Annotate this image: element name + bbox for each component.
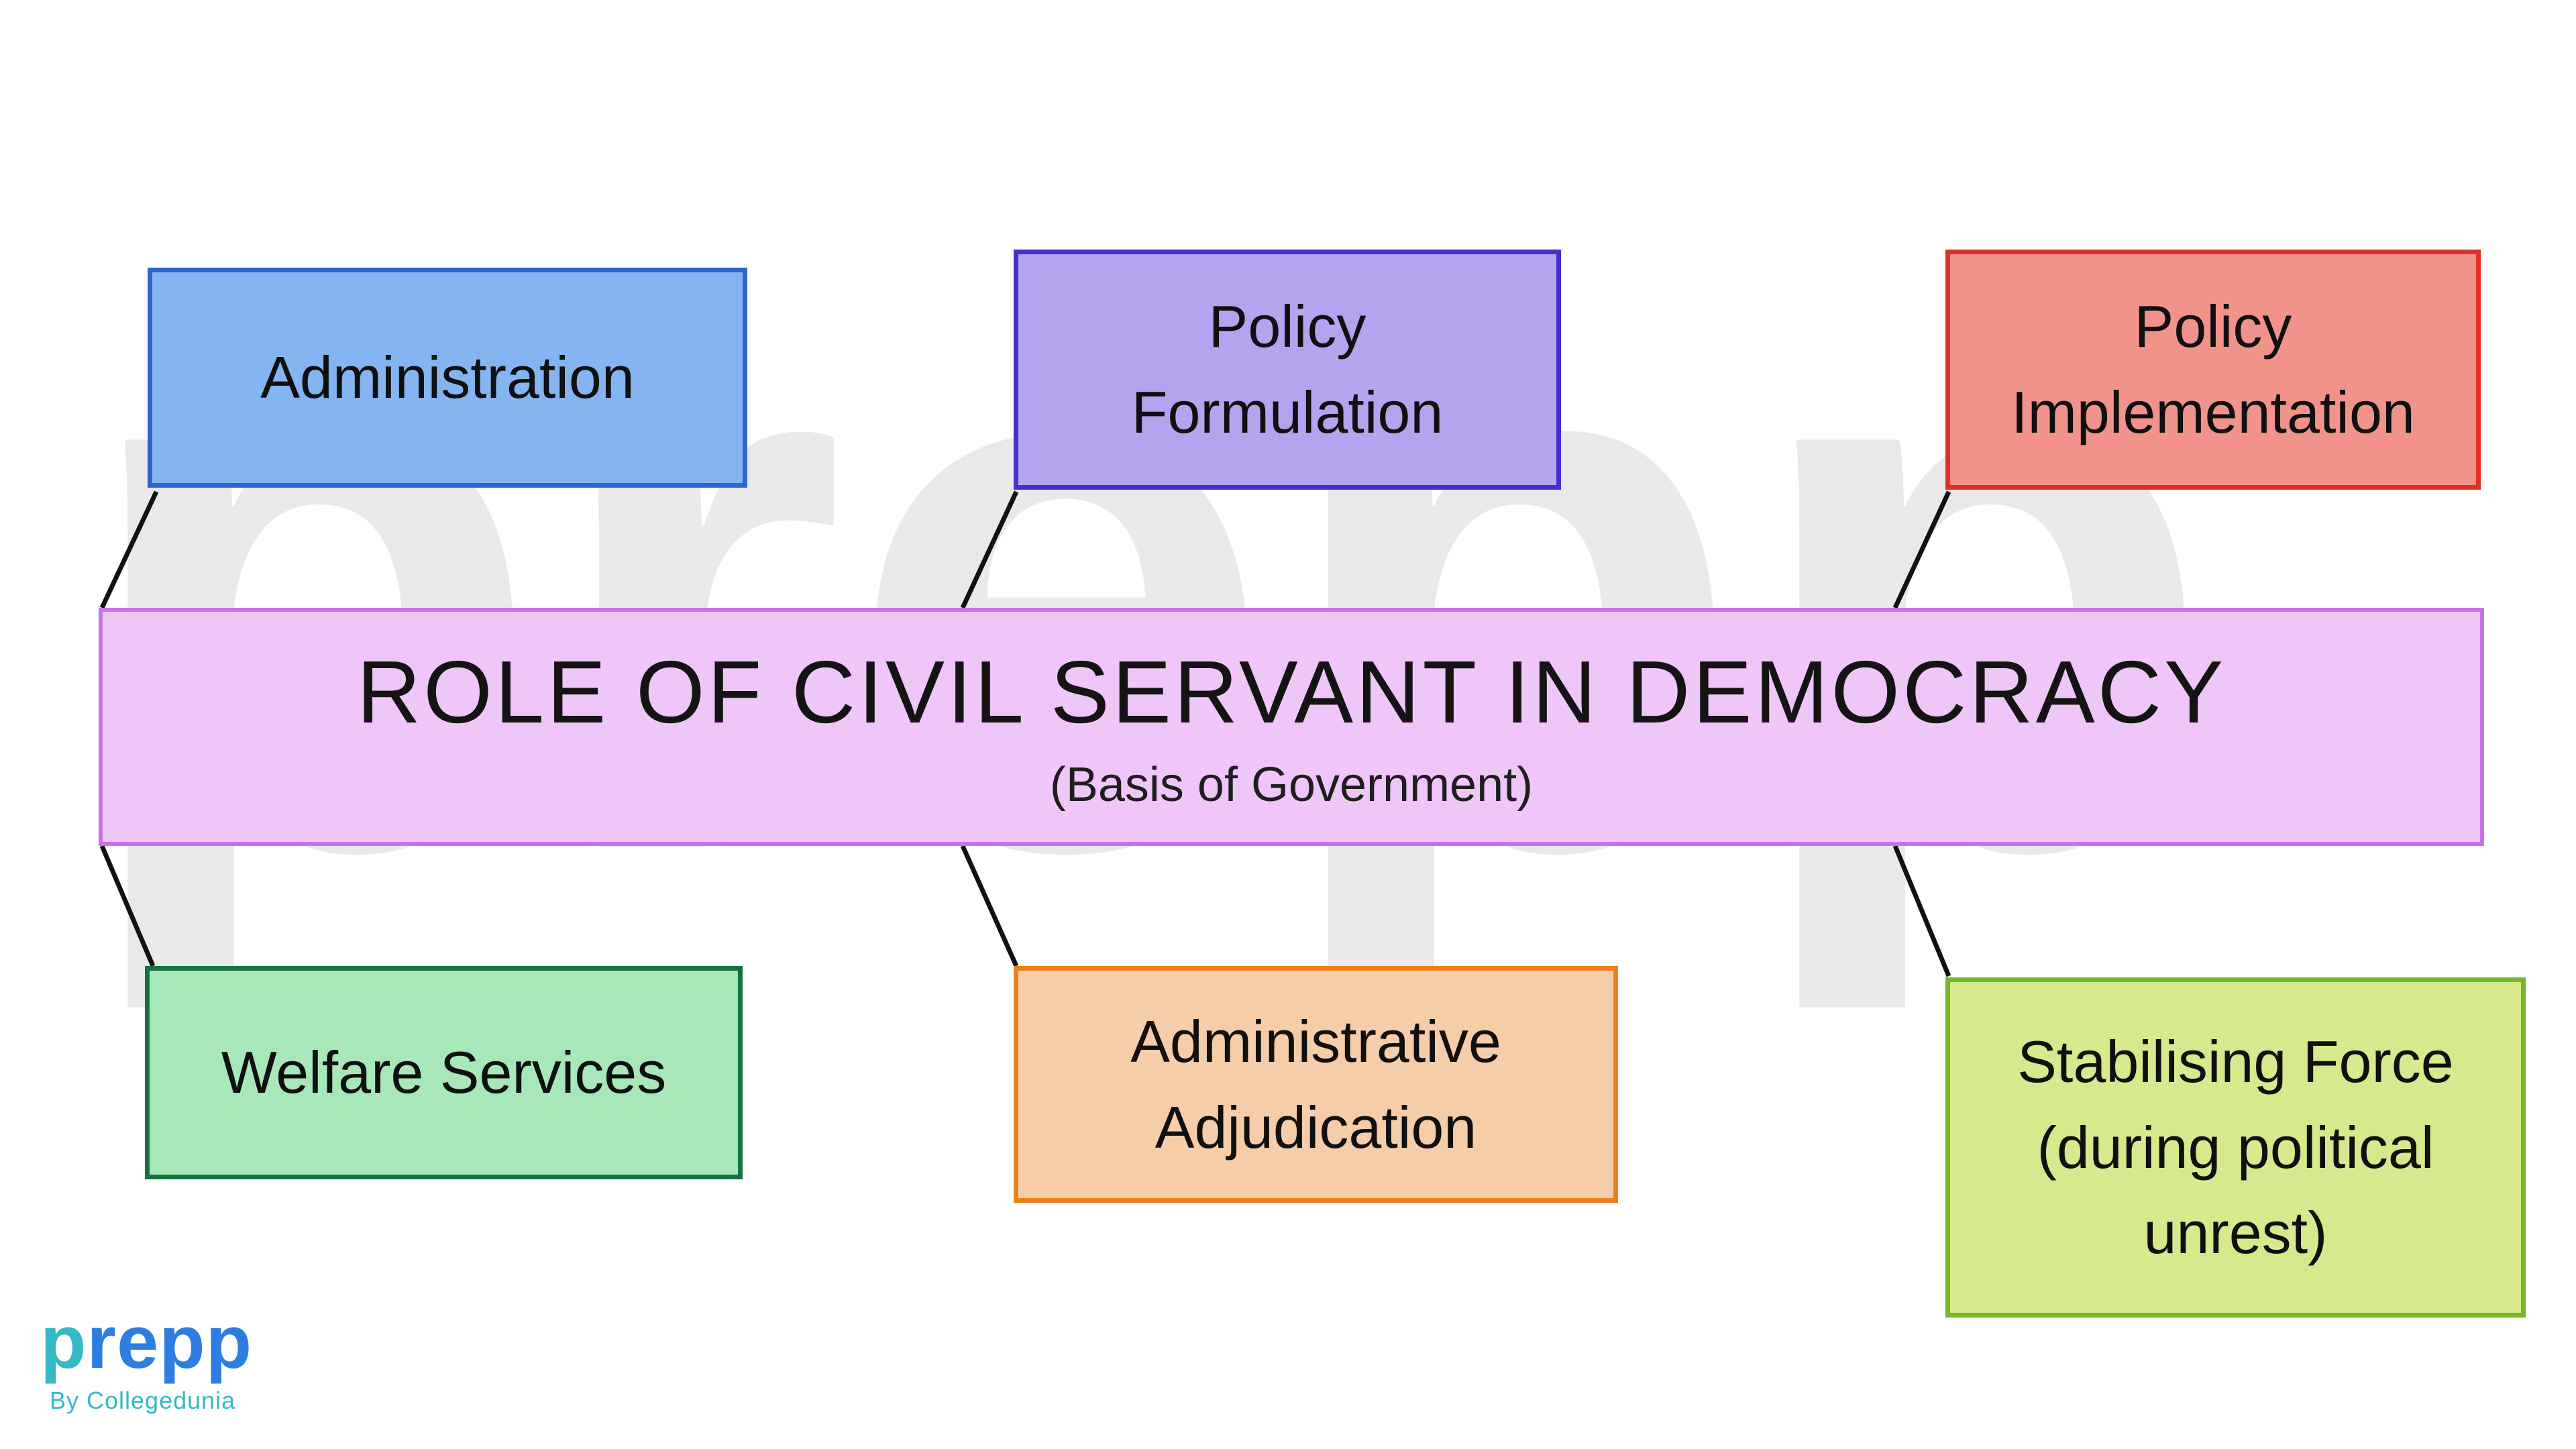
connector-policy-formulation	[960, 490, 1019, 609]
node-administrative-adjudication-label: Administrative Adjudication	[1130, 1008, 1501, 1161]
node-policy-formulation-label: Policy Formulation	[1131, 293, 1444, 445]
prepp-logo-brand: prepp	[40, 1300, 253, 1384]
prepp-logo-tagline: By Collegedunia	[50, 1387, 236, 1414]
node-administration-label: Administration	[260, 344, 635, 411]
node-policy-implementation: Policy Implementation	[1945, 250, 2481, 490]
node-administrative-adjudication: Administrative Adjudication	[1014, 966, 1618, 1203]
node-policy-implementation-label: Policy Implementation	[2011, 293, 2415, 445]
node-administration: Administration	[148, 268, 747, 488]
node-stabilising-force-label: Stabilising Force (during political unre…	[2017, 1028, 2454, 1267]
connector-stabilising-force	[1892, 845, 1951, 977]
prepp-logo: prepp By Collegedunia	[40, 1305, 252, 1415]
connector-administration	[99, 490, 159, 609]
node-welfare-services: Welfare Services	[145, 966, 743, 1179]
node-welfare-services-label: Welfare Services	[221, 1039, 667, 1106]
node-stabilising-force: Stabilising Force (during political unre…	[1945, 977, 2526, 1318]
node-policy-formulation: Policy Formulation	[1014, 250, 1561, 490]
connector-policy-implementation	[1892, 490, 1951, 609]
connector-welfare-services	[99, 845, 156, 967]
banner-subtitle: (Basis of Government)	[1049, 758, 1534, 812]
banner-role-of-civil-servant: ROLE OF CIVIL SERVANT IN DEMOCRACY (Basi…	[99, 608, 2484, 846]
banner-title: ROLE OF CIVIL SERVANT IN DEMOCRACY	[356, 643, 2226, 741]
connector-administrative-adjudication	[960, 845, 1019, 967]
